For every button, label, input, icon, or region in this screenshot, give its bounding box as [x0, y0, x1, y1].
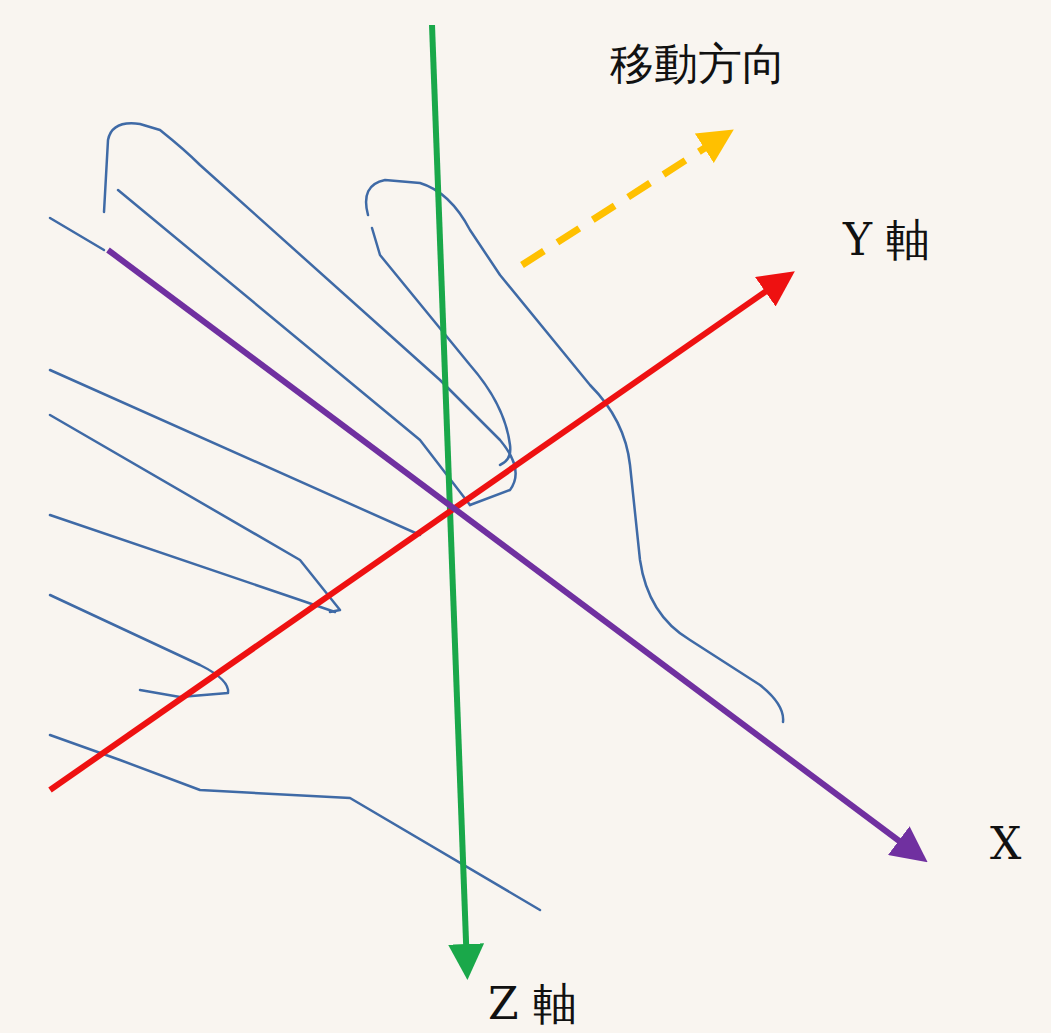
y-axis	[50, 278, 785, 790]
x-axis	[108, 250, 918, 855]
hand-outline	[50, 123, 783, 910]
direction-label: 移動方向	[610, 42, 786, 86]
axis-label: Y 軸	[843, 218, 930, 262]
axis-label: X	[990, 822, 1021, 866]
axis-label: Z 軸	[488, 982, 577, 1026]
movement-direction-arrow	[522, 137, 722, 265]
